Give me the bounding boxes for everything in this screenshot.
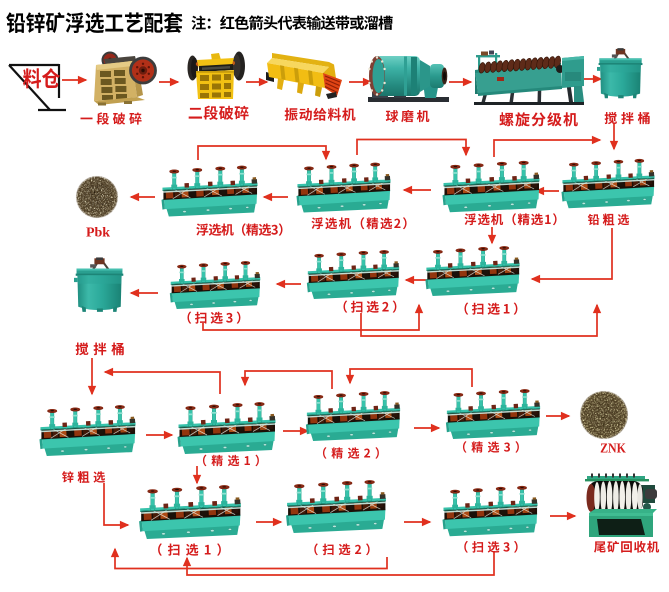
svg-text:注：红色箭头代表输送带或溜槽: 注：红色箭头代表输送带或溜槽 (191, 11, 393, 33)
svg-text:（精选2）: （精选2） (315, 445, 391, 462)
svg-text:浮选机（精选2）: 浮选机（精选2） (311, 213, 416, 232)
svg-text:（扫选2）: （扫选2） (335, 297, 408, 316)
svg-text:Pbk: Pbk (86, 226, 110, 241)
svg-text:球磨机: 球磨机 (385, 106, 432, 125)
svg-text:螺旋分级机: 螺旋分级机 (499, 109, 579, 130)
svg-text:二段破碎: 二段破碎 (188, 103, 250, 124)
svg-text:浮选机（精选1）: 浮选机（精选1） (464, 209, 566, 228)
svg-text:（扫选1）: （扫选1） (456, 299, 529, 318)
svg-text:（扫选3）: （扫选3） (179, 308, 252, 327)
svg-text:铅锌矿浮选工艺配套: 铅锌矿浮选工艺配套 (6, 7, 183, 39)
svg-text:浮选机（精选3）: 浮选机（精选3） (196, 220, 291, 239)
svg-text:（精选1）: （精选1） (195, 452, 271, 469)
svg-text:搅拌桶: 搅拌桶 (75, 338, 129, 358)
svg-text:搅拌桶: 搅拌桶 (604, 108, 654, 127)
svg-text:锌粗选: 锌粗选 (62, 468, 109, 486)
svg-text:（扫选3）: （扫选3） (456, 538, 529, 556)
svg-text:一段破碎: 一段破碎 (80, 109, 145, 128)
svg-text:料仓: 料仓 (23, 62, 61, 93)
svg-text:ZNK: ZNK (600, 440, 626, 456)
svg-text:振动给料机: 振动给料机 (284, 104, 356, 124)
svg-text:尾矿回收机: 尾矿回收机 (594, 537, 660, 556)
svg-text:铅粗选: 铅粗选 (588, 211, 633, 228)
svg-text:（扫选2）: （扫选2） (306, 540, 381, 558)
svg-text:（扫选1）: （扫选1） (149, 540, 234, 559)
svg-text:（精选3）: （精选3） (455, 439, 531, 456)
